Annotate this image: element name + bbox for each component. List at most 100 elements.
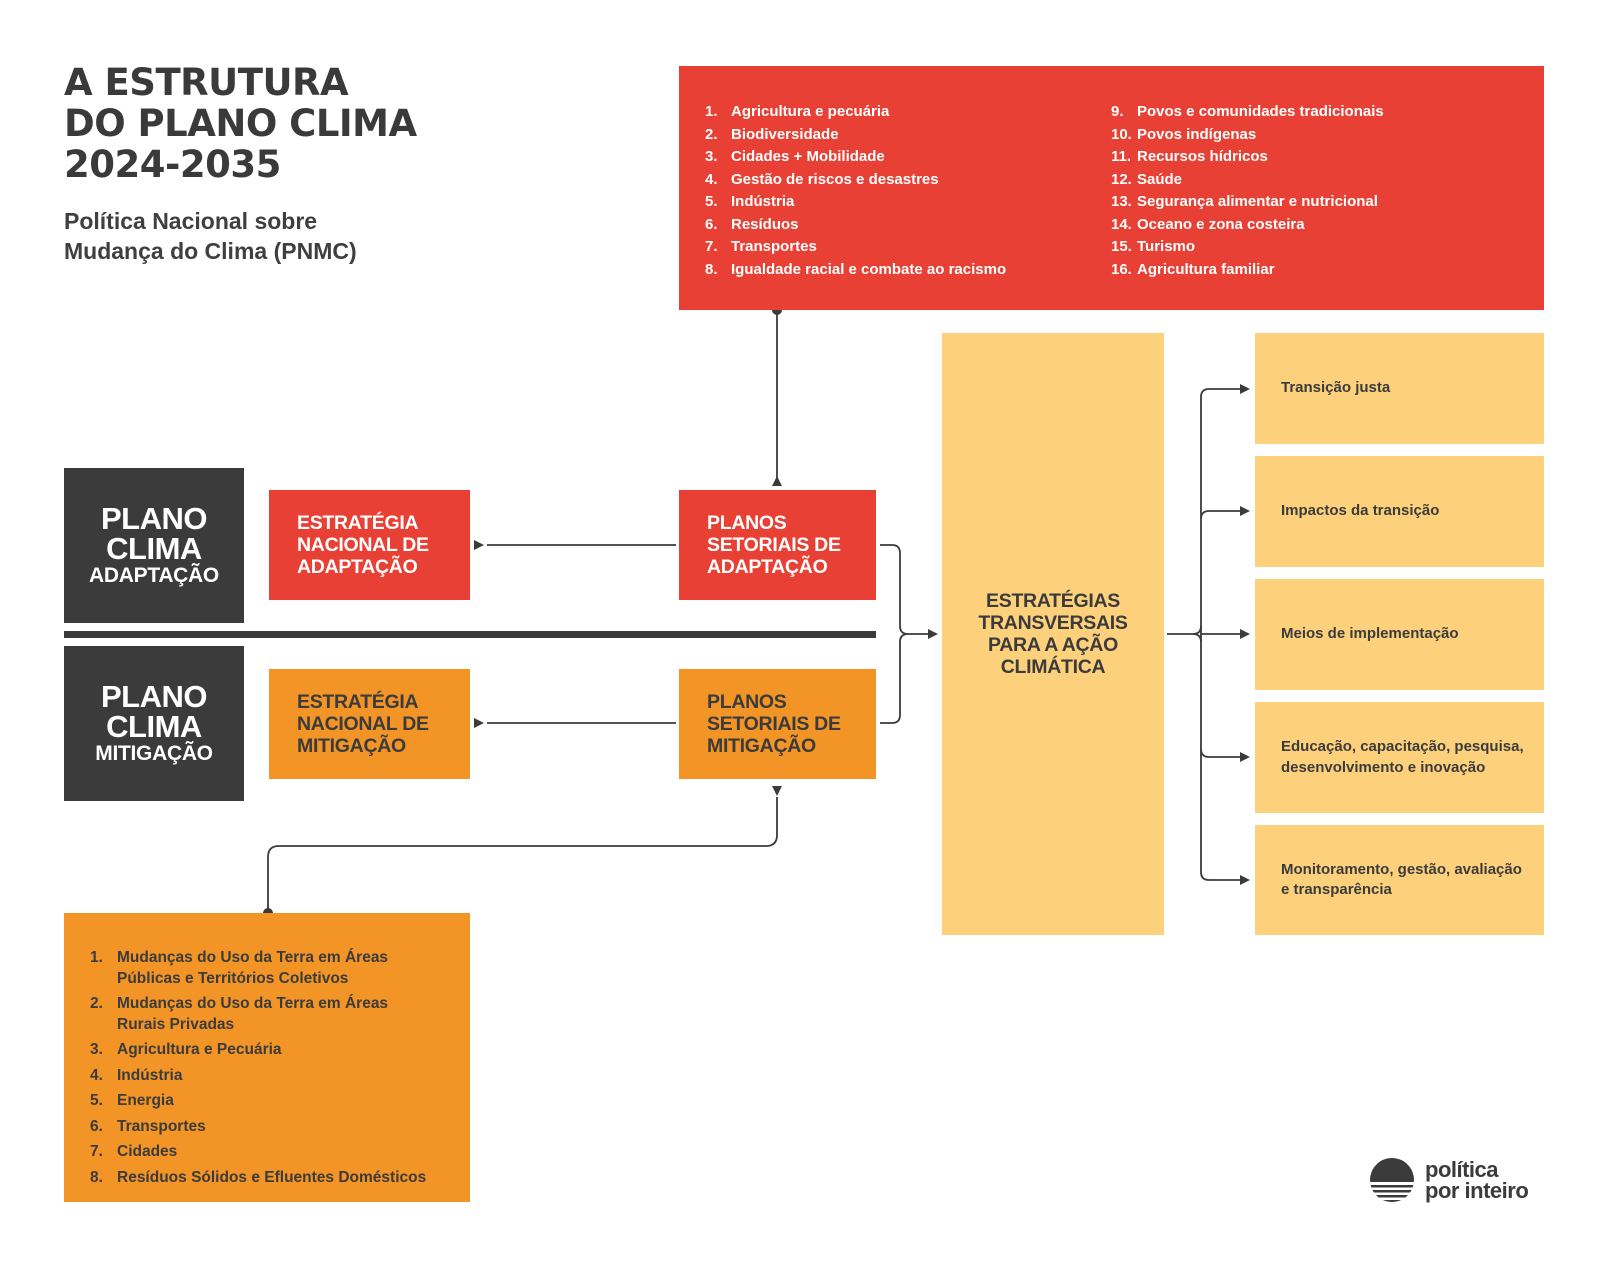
list-item-number: 4. [90, 1066, 103, 1084]
title-line: DO PLANO CLIMA [64, 102, 417, 145]
list-item-number: 11. [1111, 148, 1132, 165]
list-item: 8. Resíduos Sólidos e Efluentes Doméstico… [90, 1168, 450, 1189]
list-item-label: Transportes [117, 1117, 206, 1135]
transversal-label: ESTRATÉGIAS TRANSVERSAIS PARA A AÇÃO CLI… [978, 590, 1128, 678]
logo-text: política por inteiro [1425, 1157, 1529, 1203]
plano-clima-adaptacao: PLANO CLIMA ADAPTAÇÃO [64, 468, 244, 623]
list-item: 9.Povos e comunidades tradicionais [1111, 101, 1384, 124]
list-item-number: 13. [1111, 193, 1132, 210]
plano-line: PLANO [101, 500, 208, 536]
logo-line: política [1425, 1157, 1499, 1182]
list-item-label: Cidades + Mobilidade [731, 148, 885, 165]
list-item-number: 9. [1111, 103, 1124, 120]
transversal-item: Impactos da transição [1255, 456, 1544, 567]
divider [64, 631, 876, 638]
transversal-item: Meios de implementação [1255, 579, 1544, 690]
list-item-number: 14. [1111, 215, 1132, 233]
list-item-number: 3. [90, 1041, 103, 1058]
list-item: 2. Biodiversidade [705, 124, 1006, 147]
list-item-label: Oceano e zona costeira [1137, 215, 1305, 233]
list-item-label: Biodiversidade [731, 125, 839, 143]
estrategia-nacional-mitigacao: ESTRATÉGIA NACIONAL DE MITIGAÇÃO [269, 669, 470, 779]
list-item: 7. Transportes [705, 236, 1006, 259]
list-item-number: 16. [1111, 260, 1132, 278]
list-item: 4.Gestão de riscos e desastres [705, 169, 1006, 192]
logo-line: por inteiro [1425, 1178, 1529, 1203]
plano-clima-mitigacao: PLANO CLIMA MITIGAÇÃO [64, 646, 244, 801]
list-item-number: 10. [1111, 125, 1132, 143]
connector-sectors-mitigation [267, 797, 778, 910]
list-item-label: Recursos hídricos [1137, 148, 1268, 165]
list-item-label: Agricultura e Pecuária [117, 1041, 282, 1058]
estrategia-adaptacao-label: ESTRATÉGIA NACIONAL DE ADAPTAÇÃO [297, 512, 429, 578]
list-item-number: 1. [705, 103, 718, 120]
transversal-item: Monitoramento, gestão, avaliação e trans… [1255, 825, 1544, 935]
transversal-item: Educação, capacitação, pesquisa, desenvo… [1255, 702, 1544, 813]
transversal-item-label: Impactos da transição [1281, 502, 1440, 520]
list-item: 4.Indústria [90, 1066, 450, 1087]
list-item-label: Mudanças do Uso da Terra em Áreas Rurais… [117, 995, 389, 1033]
list-item: 1.Mudanças do Uso da Terra em Áreas Públ… [90, 948, 450, 989]
transversal-item-label: Meios de implementação [1281, 625, 1459, 643]
list-item-label: Gestão de riscos e desastres [731, 170, 939, 188]
list-item-label: Saúde [1137, 170, 1183, 188]
list-item-label: Energia [117, 1092, 174, 1109]
plano-line: MITIGAÇÃO [95, 741, 213, 765]
list-item-number: 12. [1111, 170, 1132, 188]
list-item-label: Povos indígenas [1137, 125, 1257, 143]
bracket-planos [880, 544, 909, 724]
list-item: 3. Agricultura e Pecuária [90, 1040, 450, 1061]
list-item-number: 5. [705, 193, 718, 210]
transversal-item-label: Transição justa [1281, 379, 1391, 397]
list-item-number: 8. [705, 260, 718, 278]
list-item: 2.Mudanças do Uso da Terra em Áreas Rura… [90, 994, 450, 1035]
connector-dot-icon [772, 310, 782, 315]
list-item-label: Agricultura e pecuária [731, 103, 890, 120]
list-item-label: Transportes [731, 238, 817, 255]
list-item-number: 8. [90, 1168, 103, 1186]
plano-line: PLANO [101, 678, 208, 714]
plano-line: CLIMA [106, 708, 202, 744]
list-item-number: 3. [705, 148, 718, 165]
adaptation-sectors-col1: 1. Agricultura e pecuária 2. Biodiversidade… [705, 101, 1006, 281]
list-item-number: 2. [705, 125, 718, 143]
plano-line: CLIMA [106, 530, 202, 566]
list-item: 5. Energia [90, 1091, 450, 1112]
arrow-down-icon [772, 786, 782, 796]
planos-setoriais-mitigacao: PLANOS SETORIAIS DE MITIGAÇÃO [679, 669, 876, 779]
subtitle-line: Política Nacional sobre [64, 208, 318, 234]
planos-mitigacao-label: PLANOS SETORIAIS DE MITIGAÇÃO [707, 691, 841, 757]
list-item: 1. Agricultura e pecuária [705, 101, 1006, 124]
list-item-label: Resíduos Sólidos e Efluentes Domésticos [117, 1168, 427, 1186]
list-item-label: Turismo [1137, 238, 1196, 255]
list-item-number: 5. [90, 1092, 103, 1109]
list-item-number: 1. [90, 949, 103, 966]
estrategias-transversais: ESTRATÉGIAS TRANSVERSAIS PARA A AÇÃO CLI… [942, 333, 1164, 935]
estrategia-nacional-adaptacao: ESTRATÉGIA NACIONAL DE ADAPTAÇÃO [269, 490, 470, 600]
page-subtitle: Política Nacional sobre Mudança do Clima… [64, 206, 357, 266]
list-item: 10. Povos indígenas [1111, 124, 1384, 147]
list-item-label: Resíduos [731, 215, 799, 233]
list-item-label: Indústria [731, 193, 795, 210]
arrow-right-icon [1240, 384, 1250, 394]
list-item: 16. Agricultura familiar [1111, 259, 1384, 282]
planos-setoriais-adaptacao: PLANOS SETORIAIS DE ADAPTAÇÃO [679, 490, 876, 600]
list-item: 5. Indústria [705, 191, 1006, 214]
arrow-up-icon [772, 476, 782, 486]
arrow-right-icon [1240, 629, 1250, 639]
logo: política por inteiro [1369, 1157, 1529, 1203]
list-item-number: 15. [1111, 238, 1132, 255]
list-item-number: 6. [705, 215, 718, 233]
adaptation-sectors-box: 1. Agricultura e pecuária 2. Biodiversidade… [679, 66, 1544, 310]
mitigation-sectors-list: 1.Mudanças do Uso da Terra em Áreas Públ… [90, 948, 450, 1188]
plano-line: ADAPTAÇÃO [89, 563, 219, 587]
arrow-right-icon [928, 629, 938, 639]
transversal-item-label: Educação, capacitação, pesquisa, desenvo… [1281, 738, 1524, 776]
arrow-right-icon [474, 540, 484, 550]
list-item-number: 7. [705, 238, 718, 255]
list-item-label: Agricultura familiar [1137, 260, 1275, 278]
list-item: 6. Resíduos [705, 214, 1006, 237]
list-item: 8.Igualdade racial e combate ao racismo [705, 259, 1006, 282]
